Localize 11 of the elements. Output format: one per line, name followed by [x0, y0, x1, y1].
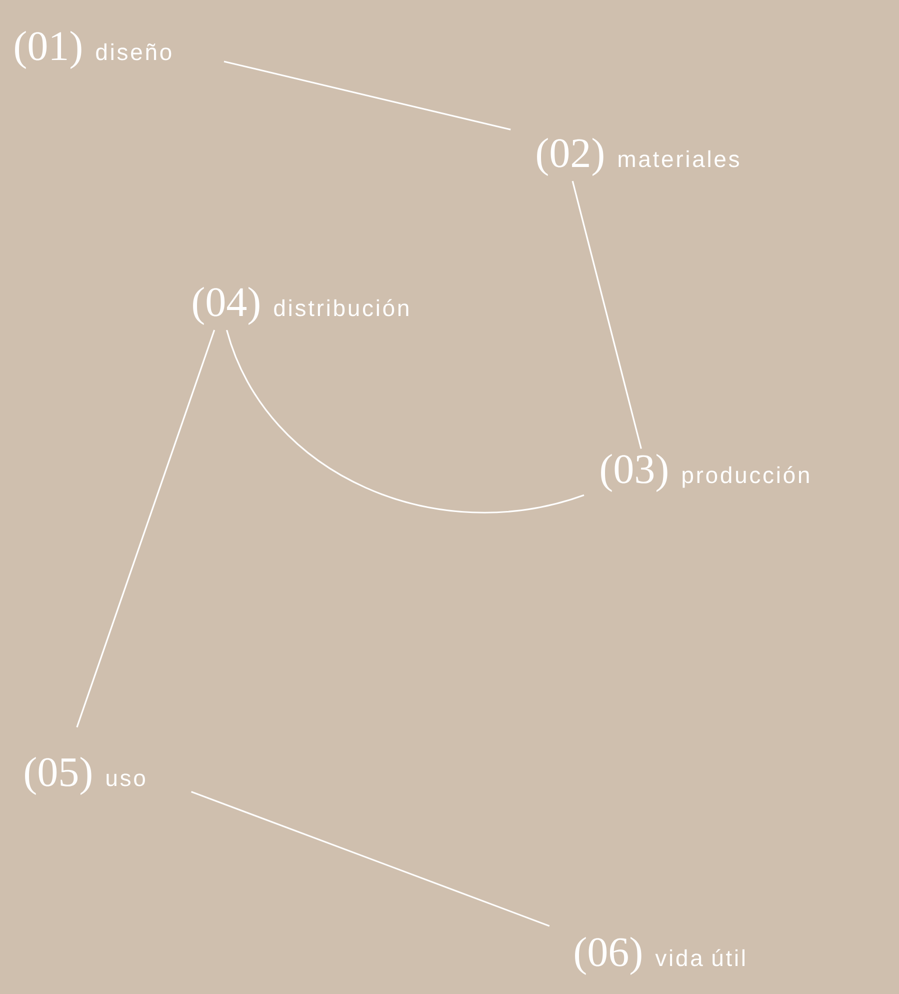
- step-label: (05) uso: [25, 756, 145, 795]
- connector-line: [224, 60, 511, 130]
- connector-line: [190, 790, 550, 927]
- step-label: (01) diseño: [15, 30, 172, 69]
- step-label: (02) materiales: [537, 138, 739, 176]
- step-label: (06) vida útil: [575, 936, 744, 975]
- step-label: (03) producción: [601, 454, 809, 492]
- connector-line: [76, 330, 216, 728]
- step-label: (04) distribución: [193, 286, 408, 325]
- connector-line: [572, 180, 642, 449]
- connector-line: [226, 330, 584, 514]
